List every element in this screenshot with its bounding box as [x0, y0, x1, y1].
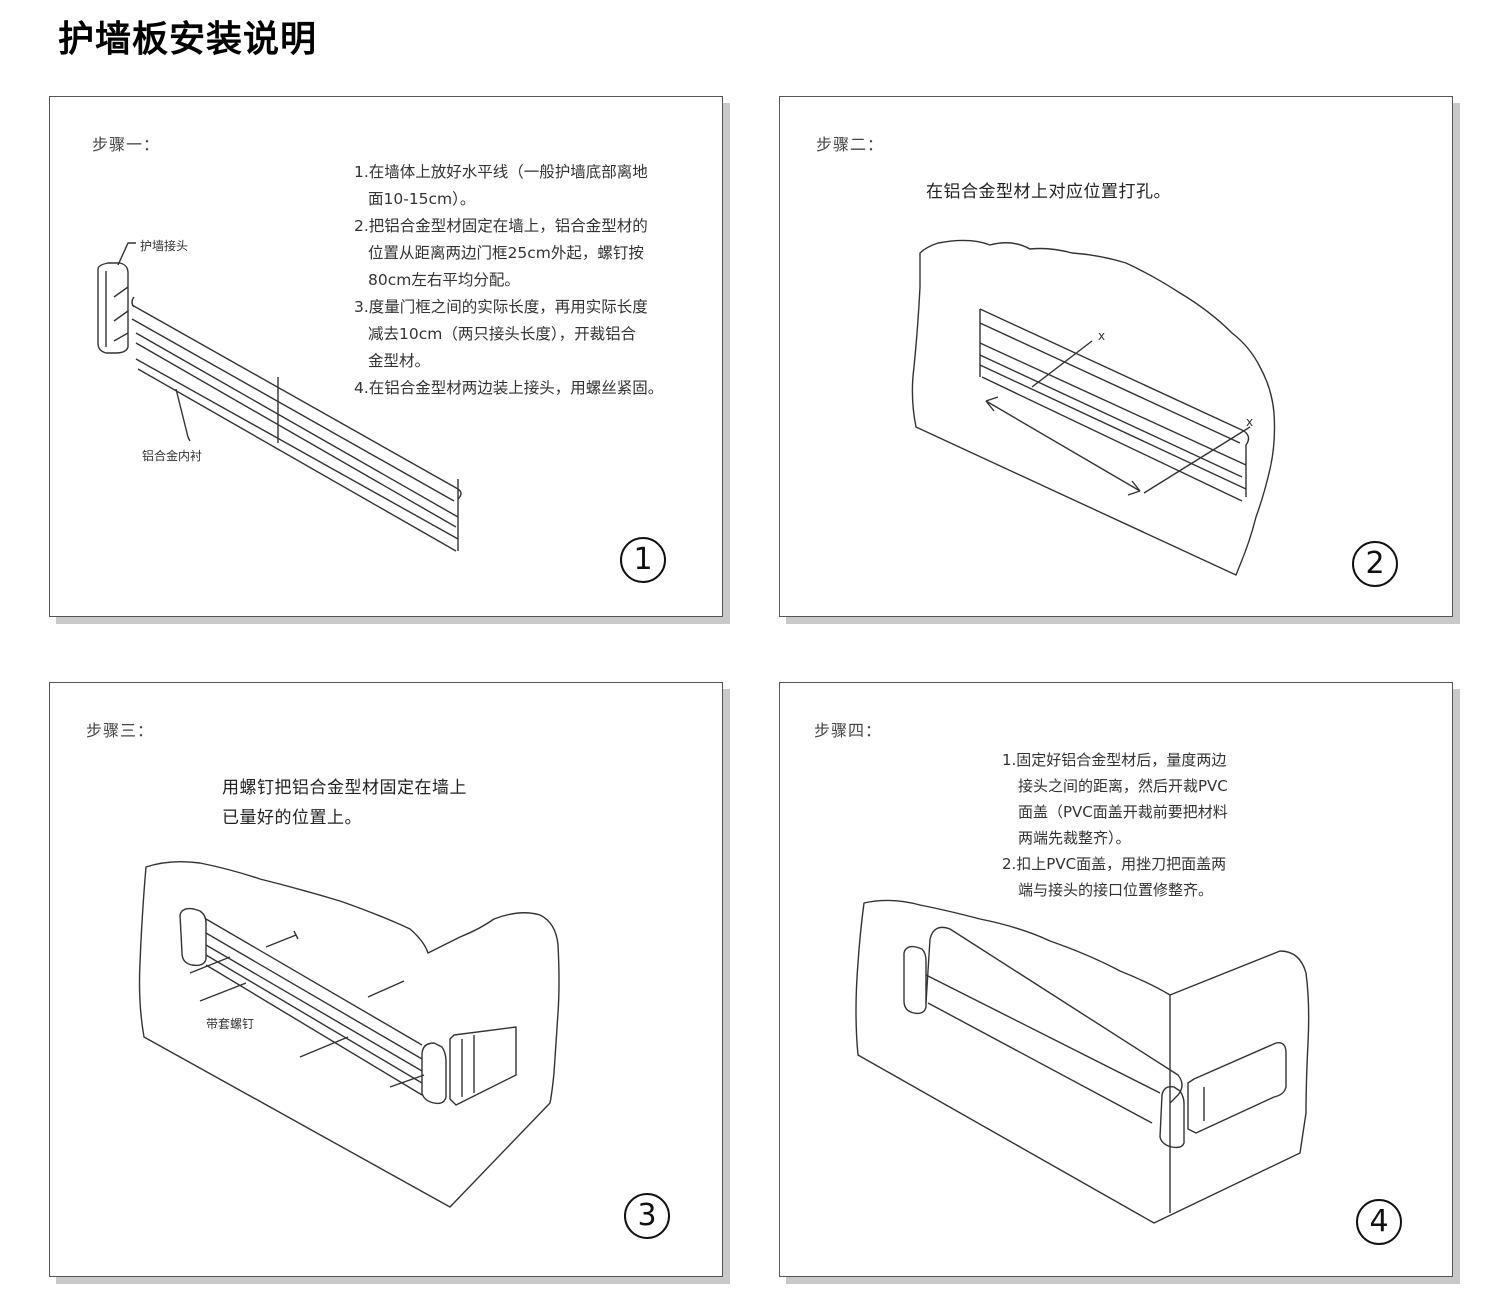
step-2-label: 步骤二： [816, 135, 885, 154]
instruction-line: 减去10cm（两只接头长度），开裁铝合 [368, 325, 637, 343]
step-1-label: 步骤一： [92, 135, 161, 154]
step-3-number: 3 [624, 1193, 670, 1239]
instruction-line: 80cm左右平均分配。 [368, 271, 520, 289]
page-title: 护墙板安装说明 [58, 18, 318, 60]
instruction-line: 3.度量门框之间的实际长度，再用实际长度 [354, 298, 648, 316]
instruction-line: 两端先裁整齐）。 [1018, 829, 1131, 847]
step-1-panel: 步骤一： 1.在墙体上放好水平线（一般护墙底部离地 面10-15cm）。 2.把… [49, 96, 723, 617]
step-3-illustration [138, 860, 560, 1208]
step-2-number: 2 [1352, 541, 1398, 587]
callout-x: x [1098, 329, 1106, 343]
step-1-instructions: 1.在墙体上放好水平线（一般护墙底部离地 面10-15cm）。 2.把铝合金型材… [354, 159, 663, 402]
step-1-illustration [97, 242, 462, 552]
step-4-instructions: 1.固定好铝合金型材后，量度两边 接头之间的距离，然后开裁PVC 面盖（PVC面… [1002, 747, 1228, 903]
step-2-illustration [911, 239, 1276, 576]
callout-aluminum-lining: 铝合金内衬 [142, 449, 203, 463]
callout-sleeved-screw: 带套螺钉 [206, 1017, 255, 1031]
step-1-number: 1 [620, 537, 666, 583]
instruction-line: 端与接头的接口位置修整齐。 [1018, 881, 1214, 899]
step-4-label: 步骤四： [814, 721, 883, 740]
instruction-line: 位置从距离两边门框25cm外起，螺钉按 [368, 244, 644, 262]
step-2-panel: 步骤二： 在铝合金型材上对应位置打孔。 x x 2 [779, 96, 1453, 617]
step-3-text-line: 用螺钉把铝合金型材固定在墙上 [222, 778, 467, 798]
step-4-number: 4 [1356, 1199, 1402, 1245]
instruction-line: 2.把铝合金型材固定在墙上，铝合金型材的 [354, 217, 648, 235]
step-3-panel: 步骤三： 用螺钉把铝合金型材固定在墙上 已量好的位置上。 带套螺钉 3 [49, 682, 723, 1277]
instruction-line: 2.扣上PVC面盖，用挫刀把面盖两 [1002, 855, 1227, 873]
instruction-line: 面盖（PVC面盖开裁前要把材料 [1018, 803, 1228, 821]
instruction-line: 面10-15cm）。 [368, 190, 476, 208]
step-3-label: 步骤三： [86, 721, 155, 740]
instruction-line: 1.固定好铝合金型材后，量度两边 [1002, 751, 1227, 769]
step-4-panel: 步骤四： 1.固定好铝合金型材后，量度两边 接头之间的距离，然后开裁PVC 面盖… [779, 682, 1453, 1277]
step-2-text: 在铝合金型材上对应位置打孔。 [926, 182, 1171, 202]
callout-joint: 护墙接头 [140, 239, 189, 253]
callout-x: x [1246, 415, 1254, 429]
instruction-line: 4.在铝合金型材两边装上接头，用螺丝紧固。 [354, 379, 664, 397]
step-4-illustration [855, 899, 1310, 1224]
instruction-line: 1.在墙体上放好水平线（一般护墙底部离地 [354, 163, 648, 181]
step-3-text-line: 已量好的位置上。 [222, 808, 362, 828]
instruction-line: 接头之间的距离，然后开裁PVC [1018, 777, 1228, 795]
instruction-line: 金型材。 [368, 352, 431, 370]
